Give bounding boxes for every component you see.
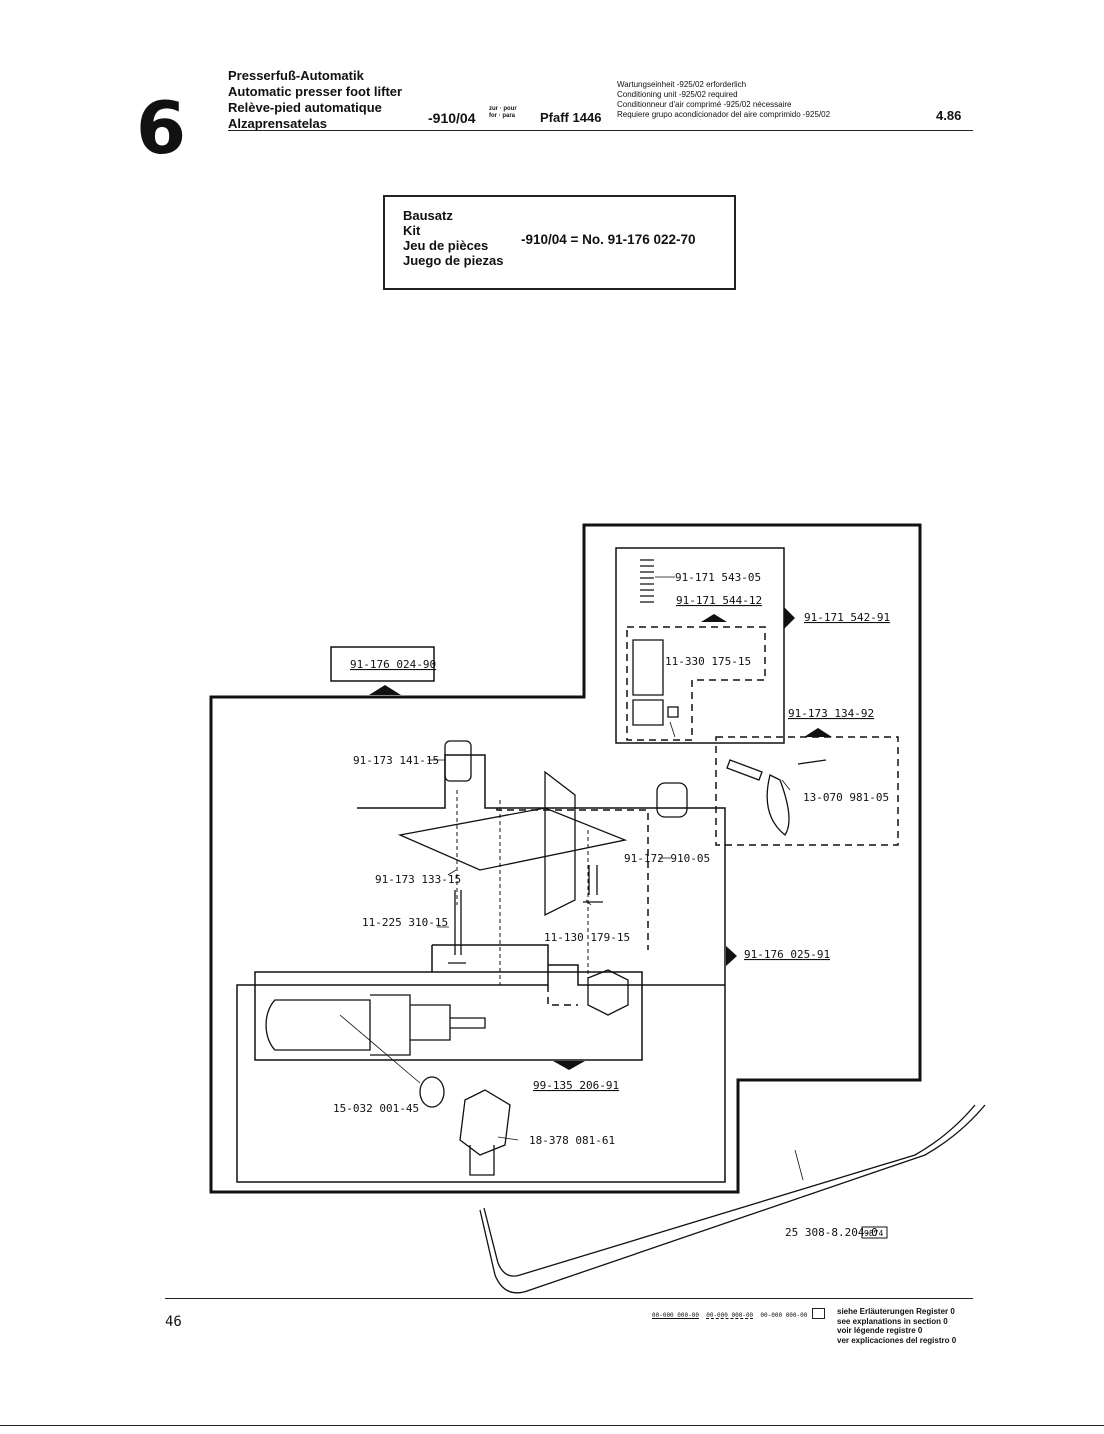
- part-label-032-001: 15-032 001-45: [333, 1102, 419, 1115]
- legend-de: siehe Erläuterungen Register 0: [837, 1307, 955, 1316]
- spring-drawing: [640, 559, 654, 603]
- section-titles: Presserfuß-Automatik Automatic presser f…: [228, 68, 402, 132]
- title-de: Presserfuß-Automatik: [228, 68, 364, 83]
- requirement-es: Requiere grupo acondicionador del aire c…: [617, 110, 831, 119]
- cylinder-drawing: [265, 994, 486, 1056]
- machine-model: Pfaff 1446: [540, 110, 602, 125]
- requirement-fr: Conditionneur d'air comprimé -925/02 néc…: [617, 100, 792, 109]
- arrow-up-3: [804, 728, 832, 737]
- for-para: for · para: [489, 113, 516, 119]
- sleeve-drawing: [444, 740, 472, 782]
- zur-pour: zur · pour: [489, 106, 517, 112]
- reference-box-176-024: [330, 646, 435, 682]
- legend-sample-3: 00-000 000-00: [760, 1312, 808, 1319]
- valve-group-box: [615, 547, 785, 744]
- inner-step: [431, 944, 549, 972]
- leader-lines: [339, 576, 804, 1181]
- valve-dashed-group: [626, 626, 766, 741]
- bracket-group-outline: [236, 754, 726, 1183]
- sleeve2-drawing: [656, 782, 688, 818]
- part-label-173-133: 91-173 133-15: [375, 873, 461, 886]
- requirement-de: Wartungseinheit -925/02 erforderlich: [617, 80, 747, 89]
- part-label-171-544: 91-171 544-12: [676, 594, 762, 607]
- title-es: Alzaprensatelas: [228, 116, 327, 131]
- part-label-378-081: 18-378 081-61: [529, 1134, 615, 1147]
- arrow-right-1: [784, 607, 795, 629]
- cylinder-box: [254, 971, 643, 1061]
- page-bottom-rule: [0, 1425, 1104, 1426]
- issue-date: 4.86: [936, 108, 962, 123]
- page-number: 46: [165, 1314, 182, 1330]
- arrow-down-1: [553, 1061, 585, 1070]
- bracket-dashed: [496, 808, 649, 950]
- kit-label-fr: Jeu de pièces: [403, 238, 489, 253]
- hose-badge-frame: [861, 1226, 888, 1239]
- bracket-plate: [397, 807, 628, 871]
- bracket-upright: [544, 770, 576, 917]
- legend-es: ver explicaciones del registro 0: [837, 1335, 957, 1345]
- valve-body: [632, 639, 664, 726]
- legend-text: siehe Erläuterungen Register 0 see expla…: [837, 1307, 956, 1345]
- part-label-176-024: 91-176 024-90: [350, 658, 436, 671]
- legend-en: see explanations in section 0: [837, 1316, 948, 1326]
- hose: [479, 1104, 986, 1294]
- part-label-070-981: 13-070 981-05: [803, 791, 889, 804]
- alignment-line-1: [456, 790, 589, 1000]
- legend-fr: voir légende registre 0: [837, 1326, 923, 1335]
- header-rule: [228, 130, 973, 131]
- part-label-176-025: 91-176 025-91: [744, 948, 830, 961]
- kit-number: -910/04 = No. 91-176 022-70: [521, 232, 696, 247]
- elbow-fitting: [459, 1089, 511, 1176]
- legend-sample-2: 00-000 000-00: [706, 1312, 754, 1319]
- legend-sample-1: 00-000 000-00: [652, 1312, 699, 1319]
- requirements-note: Wartungseinheit -925/02 erforderlich Con…: [617, 80, 830, 120]
- title-fr: Relève-pied automatique: [228, 100, 382, 115]
- part-label-171-542: 91-171 542-91: [804, 611, 890, 624]
- kit-box: [383, 195, 736, 290]
- kit-labels: Bausatz Kit Jeu de pièces Juego de pieza…: [403, 208, 503, 268]
- footer-rule: [165, 1298, 973, 1299]
- bolt-drawing: [766, 774, 790, 836]
- arrow-right-2: [726, 946, 737, 966]
- part-label-172-910: 91-172 910-05: [624, 852, 710, 865]
- kit-label-es: Juego de piezas: [403, 253, 504, 268]
- section-number: 6: [136, 86, 187, 170]
- arrow-up-2: [369, 685, 401, 695]
- nut-dashed: [547, 985, 578, 1006]
- kit-label-en: Kit: [403, 223, 421, 238]
- part-label-130-179: 11-130 179-15: [544, 931, 630, 944]
- kit-label-de: Bausatz: [403, 208, 453, 223]
- part-label-173-134: 91-173 134-92: [788, 707, 874, 720]
- arrow-up-1: [701, 614, 727, 622]
- o-ring: [419, 1076, 445, 1108]
- hose-badge: 9874: [864, 1229, 883, 1238]
- part-label-171-543: 91-171 543-05: [675, 571, 761, 584]
- long-screw: [448, 890, 466, 964]
- legend-box: [812, 1308, 825, 1319]
- set-screw: [667, 706, 679, 718]
- part-label-135-206: 99-135 206-91: [533, 1079, 619, 1092]
- part-label-225-310: 11-225 310-15: [362, 916, 448, 929]
- zur-pour-label: zur · pour for · para: [489, 106, 517, 120]
- part-label-330-175: 11-330 175-15: [665, 655, 751, 668]
- part-label-hose: 25 308-8.204-0: [785, 1226, 878, 1239]
- title-en: Automatic presser foot lifter: [228, 84, 403, 99]
- nut-drawing: [587, 969, 629, 1016]
- short-screw: [583, 865, 603, 903]
- legend-samples: 00-000 000-00 00-000 000-00 00-000 000-0…: [652, 1312, 807, 1319]
- requirement-en: Conditioning unit -925/02 required: [617, 90, 738, 99]
- assembly-outline: [209, 523, 922, 1194]
- variant-code: -910/04: [428, 110, 476, 126]
- part-label-173-141: 91-173 141-15: [353, 754, 439, 767]
- pin-drawing: [726, 759, 827, 781]
